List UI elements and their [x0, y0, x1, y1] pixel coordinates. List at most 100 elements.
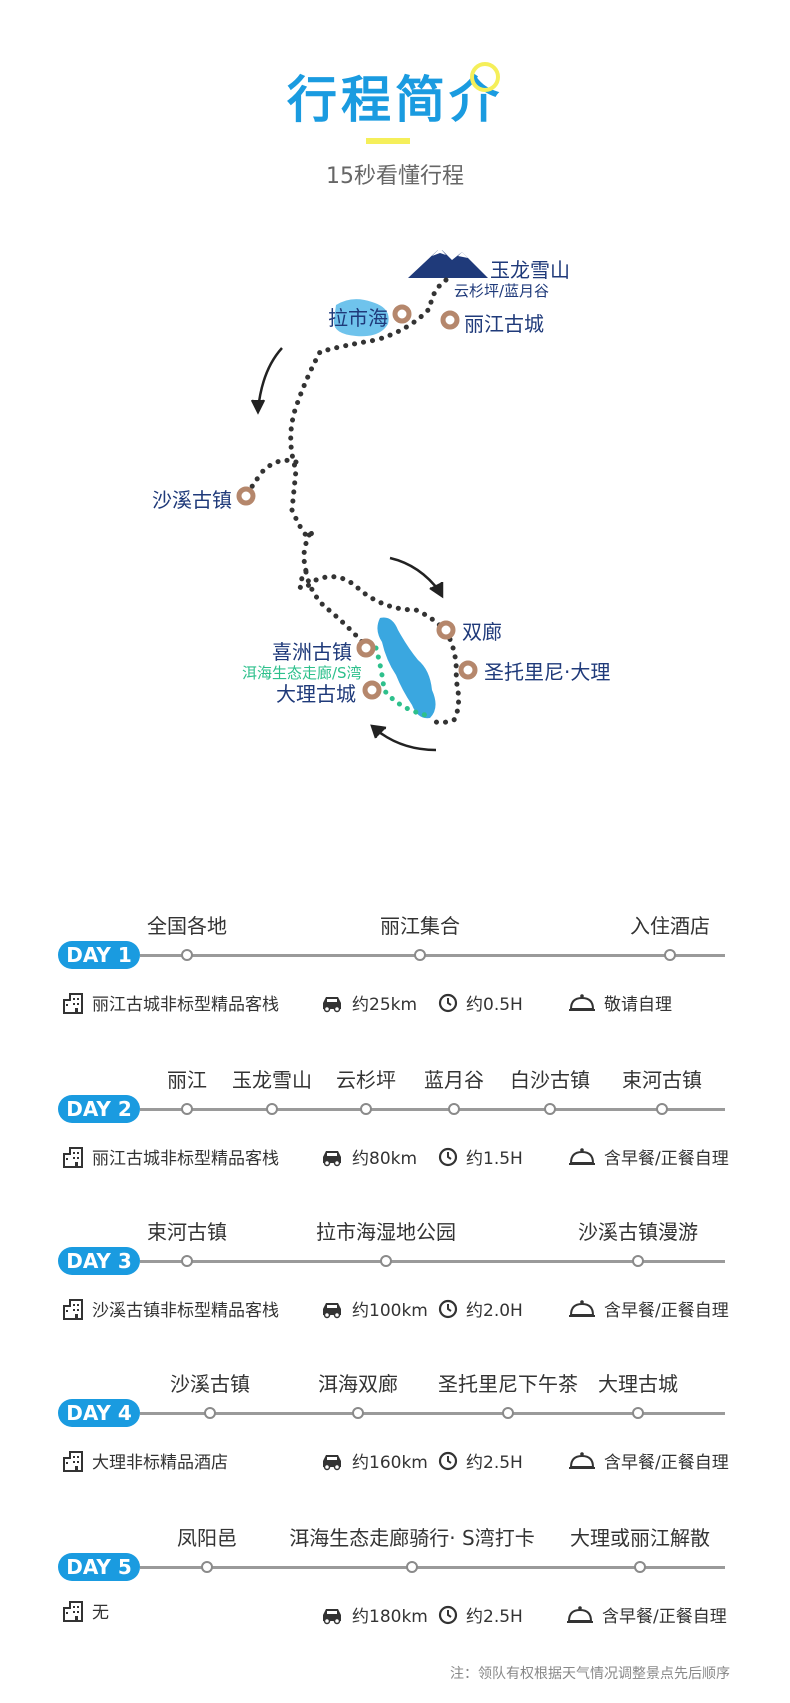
- timeline-dot: [201, 1561, 213, 1573]
- duration-info: 约2.5H: [438, 1448, 523, 1473]
- timeline-dot: [380, 1255, 392, 1267]
- timeline-dot: [414, 949, 426, 961]
- timeline-dot: [181, 949, 193, 961]
- route-map-graphic: [236, 250, 488, 752]
- stop-label: 沙溪古镇漫游: [578, 1220, 698, 1244]
- timeline-line: [140, 1566, 725, 1569]
- stop-label: 全国各地: [147, 914, 227, 938]
- clock-icon: [438, 1299, 458, 1318]
- meal-info: 含早餐/正餐自理: [568, 1144, 729, 1169]
- stop-label: 束河古镇: [622, 1068, 702, 1092]
- stop-label: 丽江集合: [380, 914, 460, 938]
- location-yulong: 玉龙雪山: [490, 258, 570, 282]
- meal-info: 敬请自理: [568, 990, 672, 1015]
- location-lijiang: 丽江古城: [464, 312, 544, 336]
- timeline-dot: [406, 1561, 418, 1573]
- hotel-label: 丽江古城非标型精品客栈: [92, 1149, 279, 1169]
- stop-label: 凤阳邑: [177, 1526, 237, 1550]
- timeline-dot: [656, 1103, 668, 1115]
- timeline-line: [140, 1108, 725, 1111]
- duration-label: 约0.5H: [466, 995, 523, 1015]
- car-icon: [323, 1150, 341, 1166]
- location-lashihai: 拉市海: [328, 306, 388, 330]
- hotel-building-icon: [63, 1146, 83, 1168]
- day-badge: DAY 5: [58, 1553, 140, 1581]
- stop-label: 拉市海湿地公园: [316, 1220, 456, 1244]
- clock-icon: [438, 1605, 458, 1624]
- direction-arrow-icon: [250, 347, 283, 415]
- hotel-label: 无: [92, 1603, 109, 1623]
- timeline-dot: [544, 1103, 556, 1115]
- duration-info: 约0.5H: [438, 990, 523, 1015]
- meal-info: 含早餐/正餐自理: [568, 1448, 729, 1473]
- car-icon: [323, 1454, 341, 1470]
- hotel-info: 丽江古城非标型精品客栈: [62, 1144, 279, 1169]
- hotel-building-icon: [63, 1600, 83, 1622]
- timeline-dot: [632, 1407, 644, 1419]
- timeline-dot: [360, 1103, 372, 1115]
- meal-cloche-icon: [569, 1147, 595, 1165]
- lijiang-marker: [440, 310, 460, 330]
- day-badge: DAY 1: [58, 941, 140, 969]
- duration-label: 约1.5H: [466, 1149, 523, 1169]
- clock-icon: [438, 993, 458, 1012]
- shaxi-marker: [236, 486, 256, 506]
- location-shuanglang: 双廊: [462, 620, 502, 644]
- clock-icon: [438, 1147, 458, 1166]
- page-subtitle: 15秒看懂行程: [326, 164, 464, 189]
- hotel-info: 沙溪古镇非标型精品客栈: [62, 1296, 279, 1321]
- stop-label: 云杉坪: [336, 1068, 396, 1092]
- stop-label: 圣托里尼下午茶: [438, 1372, 578, 1396]
- hotel-info: 大理非标精品酒店: [62, 1448, 228, 1473]
- lashihai-marker: [392, 304, 412, 324]
- hotel-info: 无: [62, 1598, 109, 1623]
- stop-label: 大理古城: [598, 1372, 678, 1396]
- distance-label: 约25km: [352, 995, 418, 1015]
- day-5-row: 凤阳邑 洱海生态走廊骑行· S湾打卡 大理或丽江解散 DAY 5 无 约180k…: [0, 1522, 790, 1652]
- meal-label: 敬请自理: [604, 995, 672, 1015]
- hotel-building-icon: [63, 992, 83, 1014]
- location-xizhou: 喜洲古镇: [272, 640, 352, 664]
- meal-cloche-icon: [567, 1605, 593, 1623]
- location-dali: 大理古城: [276, 682, 356, 706]
- day-badge: DAY 3: [58, 1247, 140, 1275]
- return-route: [303, 569, 369, 649]
- day-2-row: 丽江 玉龙雪山 云杉坪 蓝月谷 白沙古镇 束河古镇 DAY 2 丽江古城非标型精…: [0, 1064, 790, 1194]
- stop-label: 入住酒店: [630, 914, 710, 938]
- erhai-lake: [377, 617, 436, 719]
- timeline-dot: [181, 1255, 193, 1267]
- footer-note: 注：领队有权根据天气情况调整景点先后顺序: [450, 1666, 730, 1682]
- direction-arrow-icon: [389, 556, 444, 599]
- meal-label: 含早餐/正餐自理: [602, 1607, 727, 1627]
- stop-label: 洱海生态走廊骑行· S湾打卡: [289, 1526, 535, 1550]
- distance-info: 约100km: [320, 1296, 428, 1321]
- hotel-label: 丽江古城非标型精品客栈: [92, 995, 279, 1015]
- car-icon: [323, 996, 341, 1012]
- hotel-building-icon: [63, 1450, 83, 1472]
- location-santorini: 圣托里尼·大理: [484, 660, 611, 684]
- lashihai-lake: [333, 299, 389, 337]
- hotel-info: 丽江古城非标型精品客栈: [62, 990, 279, 1015]
- distance-label: 约160km: [352, 1453, 428, 1473]
- title-decoration-circle: [470, 62, 500, 92]
- day-3-row: 束河古镇 拉市海湿地公园 沙溪古镇漫游 DAY 3 沙溪古镇非标型精品客栈 约1…: [0, 1216, 790, 1346]
- dali-marker: [362, 680, 382, 700]
- meal-info: 含早餐/正餐自理: [566, 1602, 727, 1627]
- stop-label: 玉龙雪山: [232, 1068, 312, 1092]
- title-underline: [366, 138, 410, 144]
- timeline-dot: [352, 1407, 364, 1419]
- stop-label: 大理或丽江解散: [570, 1526, 710, 1550]
- stop-label: 沙溪古镇: [170, 1372, 250, 1396]
- location-shaxi: 沙溪古镇: [152, 488, 232, 512]
- hotel-label: 大理非标精品酒店: [92, 1453, 228, 1473]
- meal-cloche-icon: [569, 993, 595, 1011]
- green-route: [373, 645, 433, 719]
- duration-info: 约2.5H: [438, 1602, 523, 1627]
- stop-label: 蓝月谷: [424, 1068, 484, 1092]
- timeline-dot: [634, 1561, 646, 1573]
- car-icon: [323, 1302, 341, 1318]
- stop-label: 白沙古镇: [510, 1068, 590, 1092]
- distance-info: 约160km: [320, 1448, 428, 1473]
- timeline-dot: [502, 1407, 514, 1419]
- direction-arrow-icon: [370, 724, 437, 752]
